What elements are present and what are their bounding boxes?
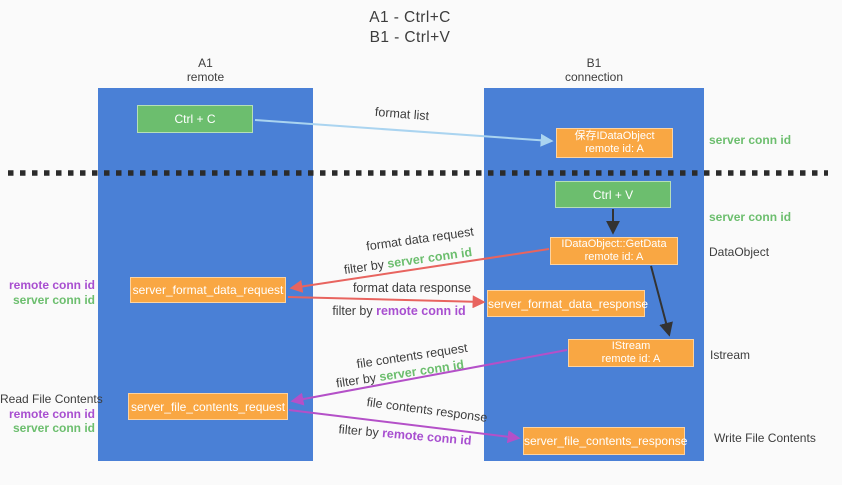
left-conn-id-group-2: Read File Contents remote conn id server…: [0, 392, 103, 436]
node-ctrl-c-label: Ctrl + C: [174, 112, 216, 126]
remote-conn-id-text: remote conn id: [376, 304, 466, 318]
node-ctrl-c: Ctrl + C: [137, 105, 253, 133]
node-ctrl-v: Ctrl + V: [555, 181, 671, 208]
lifeline-a1-name: A1: [198, 56, 213, 70]
node-idataobject-getdata-line1: IDataObject::GetData: [561, 238, 667, 250]
title-line-2: B1 - Ctrl+V: [369, 29, 451, 46]
filter-by-text: filter by: [335, 370, 381, 391]
node-server-file-contents-request: server_file_contents_request: [128, 393, 288, 420]
filter-by-text: filter by: [337, 422, 383, 440]
format-data-response-arrow: [287, 295, 486, 309]
format-data-response-filter-label: filter by remote conn id: [332, 304, 465, 318]
left-conn-id-group-1: remote conn id server conn id: [0, 278, 95, 307]
filter-by-text: filter by: [343, 256, 389, 277]
node-server-format-data-response: server_format_data_response: [487, 290, 649, 317]
file-contents-response-label: file contents response: [365, 395, 489, 425]
left-server-conn-id-2: server conn id: [12, 421, 95, 435]
node-server-file-contents-response: server_file_contents_response: [523, 427, 688, 455]
istream-side-label: Istream: [710, 348, 751, 362]
format-list-label: format list: [374, 104, 430, 124]
lifeline-b1-subtitle: connection: [564, 69, 624, 84]
remote-conn-id-text: remote conn id: [381, 426, 473, 448]
right-server-conn-id-2: server conn id: [709, 210, 792, 224]
lifeline-a1-subtitle: remote: [186, 69, 225, 84]
node-ctrl-v-label: Ctrl + V: [592, 187, 634, 202]
format-data-response-label: format data response: [352, 281, 472, 295]
title-line-1: A1 - Ctrl+C: [369, 9, 451, 26]
node-server-format-data-response-label: server_format_data_response: [488, 296, 649, 311]
file-contents-response-filter-label: filter by remote conn id: [338, 422, 472, 448]
node-idataobject-getdata: IDataObject::GetData remote id: A: [550, 237, 678, 265]
node-server-format-data-request: server_format_data_request: [130, 277, 286, 303]
lifeline-header-b1: B1 connection: [484, 56, 704, 84]
node-save-idataobject-line1: 保存IDataObject: [574, 130, 655, 142]
node-save-idataobject: 保存IDataObject remote id: A: [556, 128, 673, 158]
node-server-format-data-request-label: server_format_data_request: [132, 283, 284, 297]
lifeline-b1-name: B1: [586, 56, 602, 70]
dataobject-label: DataObject: [709, 245, 770, 259]
node-idataobject-getdata-line2: remote id: A: [584, 251, 644, 263]
node-save-idataobject-line2: remote id: A: [585, 143, 644, 155]
node-server-file-contents-response-label: server_file_contents_response: [524, 434, 688, 448]
filter-by-text: filter by: [332, 304, 377, 318]
left-remote-conn-id-2: remote conn id: [8, 406, 95, 421]
right-server-conn-id-1: server conn id: [709, 133, 792, 147]
read-file-contents-label: Read File Contents: [0, 392, 103, 406]
node-server-file-contents-request-label: server_file_contents_request: [130, 399, 286, 414]
diagram-title: A1 - Ctrl+C B1 - Ctrl+V: [310, 8, 510, 48]
lifeline-header-a1: A1 remote: [98, 56, 313, 84]
node-istream: IStream remote id: A: [568, 339, 694, 367]
write-file-contents-label: Write File Contents: [714, 431, 816, 445]
format-data-request-filter-label: filter by server conn id: [343, 245, 473, 277]
node-istream-line2: remote id: A: [601, 353, 661, 365]
left-server-conn-id-1: server conn id: [12, 292, 95, 307]
left-remote-conn-id-1: remote conn id: [8, 278, 95, 292]
node-istream-line1: IStream: [611, 340, 651, 352]
